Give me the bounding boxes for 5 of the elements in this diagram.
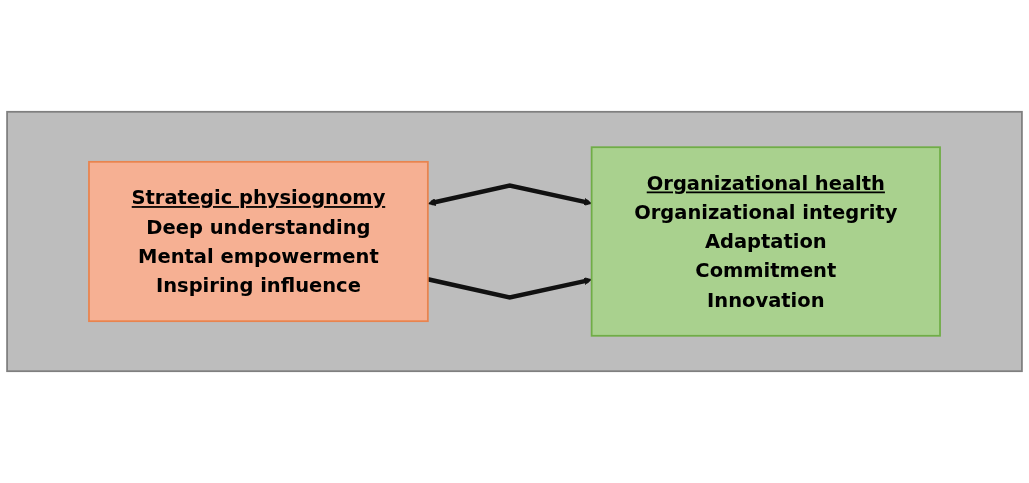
arrow <box>427 277 592 300</box>
arrow <box>427 183 592 206</box>
node-box: Organizational health Organizational integrity Adaptation Commitment Innovation <box>590 146 941 337</box>
node-box: Strategic physiognomy Deep understanding Mental empowerment Inspiring influence <box>88 160 429 323</box>
cluster <box>6 110 1023 373</box>
